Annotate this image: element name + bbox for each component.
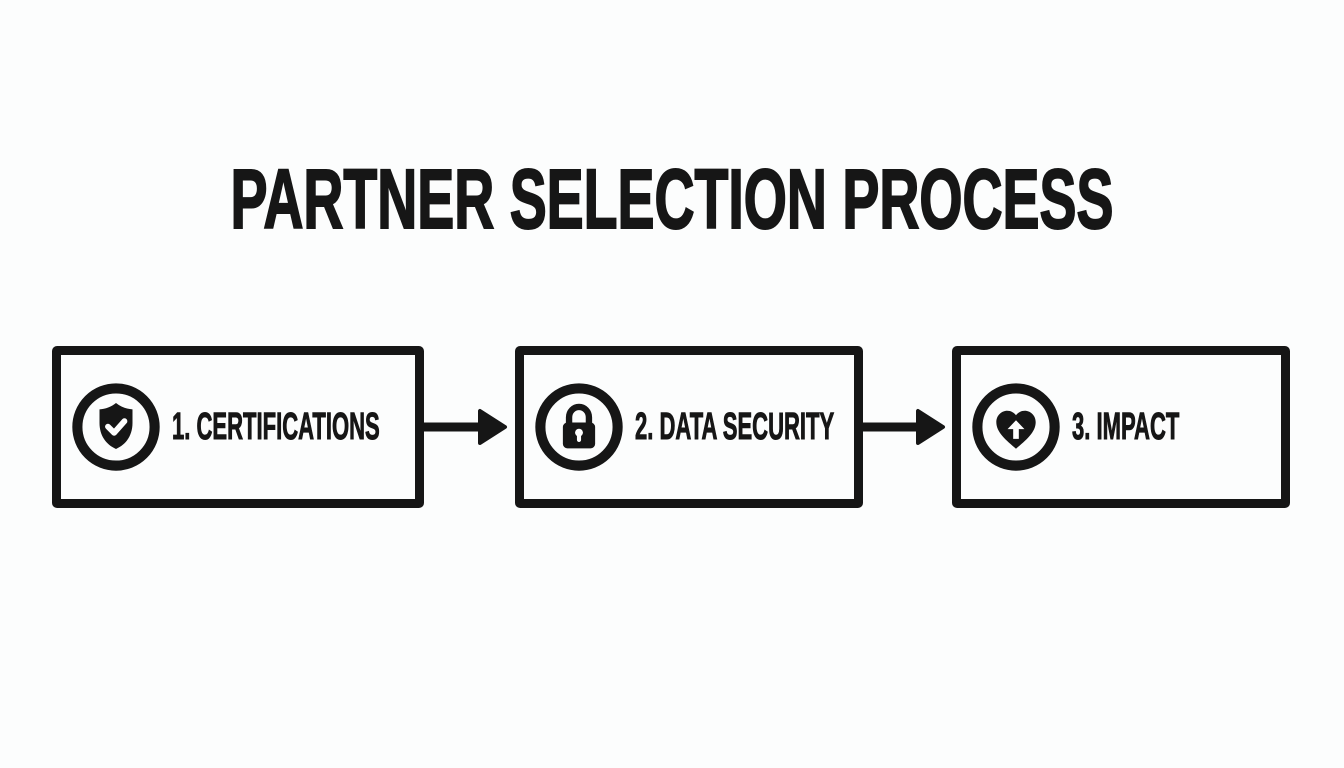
step-label: 1. CERTIFICATIONS	[172, 406, 380, 448]
page-title: PARTNER SELECTION PROCESS	[0, 152, 1344, 246]
page-title-text: PARTNER SELECTION PROCESS	[230, 152, 1114, 246]
step-box-impact: 3. IMPACT	[952, 346, 1290, 508]
step-box-certifications: 1. CERTIFICATIONS	[52, 346, 424, 508]
step-box-data-security: 2. DATA SECURITY	[515, 346, 863, 508]
heart-arrow-up-icon	[971, 382, 1061, 472]
shield-check-icon	[71, 382, 161, 472]
step-label: 3. IMPACT	[1072, 406, 1180, 448]
step-label: 2. DATA SECURITY	[635, 406, 835, 448]
padlock-icon	[534, 382, 624, 472]
flow-arrow-icon	[423, 405, 515, 449]
flow-arrow-icon	[861, 405, 953, 449]
